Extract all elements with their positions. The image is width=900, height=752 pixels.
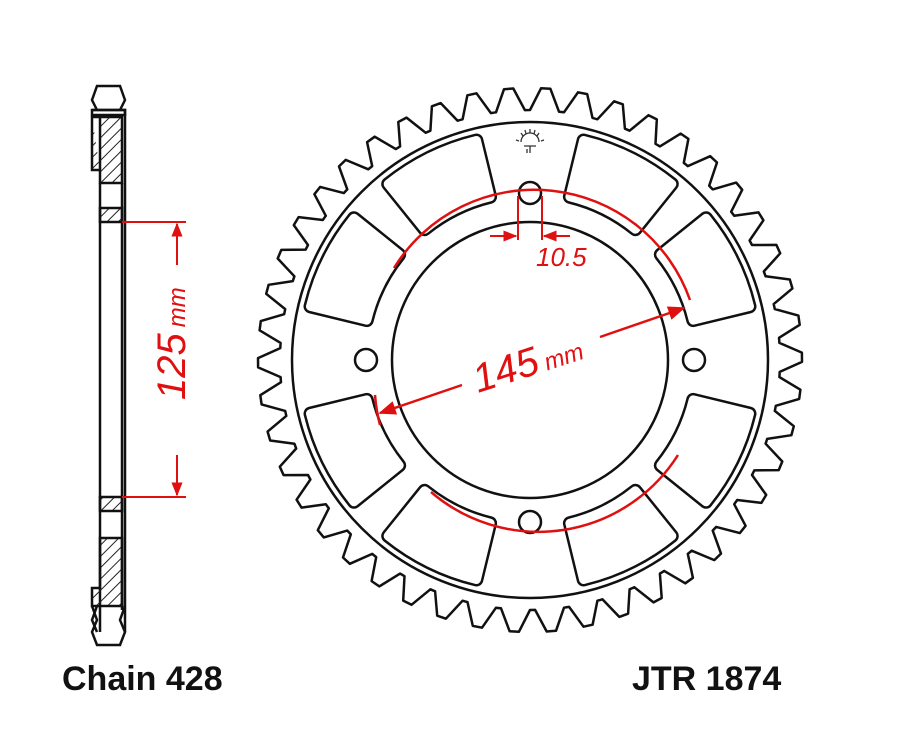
lightening-hole-interior [656, 395, 754, 507]
dimension-10-5-label: 10.5 [536, 242, 587, 272]
lightening-hole-interior [306, 395, 404, 507]
bolt-hole-top [517, 180, 543, 206]
chain-label: Chain 428 [62, 660, 223, 698]
side-profile [90, 84, 127, 647]
lightening-hole-interior [565, 486, 677, 584]
bolt-circle-arc-bottom [430, 454, 680, 534]
lightening-hole-interior [383, 486, 495, 584]
sprocket-front-view [256, 86, 804, 634]
center-bore [390, 220, 670, 500]
lightening-hole-interior [306, 213, 404, 325]
part-number: JTR 1874 [632, 660, 781, 698]
dimension-125-label: 125mm [150, 287, 194, 400]
bolt-hole-left [353, 347, 379, 373]
sprocket-teeth [256, 86, 804, 634]
jt-logo-icon [515, 129, 545, 153]
dimension-lines [373, 188, 692, 534]
bolt-circle-arc-left [373, 394, 382, 426]
inner-ring [290, 120, 770, 600]
lightening-holes [303, 133, 757, 587]
bolt-hole-right [681, 347, 707, 373]
bolt-hole-bottom [517, 509, 543, 535]
lightening-hole-interior [656, 213, 754, 325]
dimension-145-label: 145mm [467, 325, 588, 402]
lightening-hole-interior [565, 136, 677, 234]
bolt-circle-arc-top [392, 188, 692, 301]
lightening-hole-interior [383, 136, 495, 234]
dimension-125mm [122, 221, 186, 498]
